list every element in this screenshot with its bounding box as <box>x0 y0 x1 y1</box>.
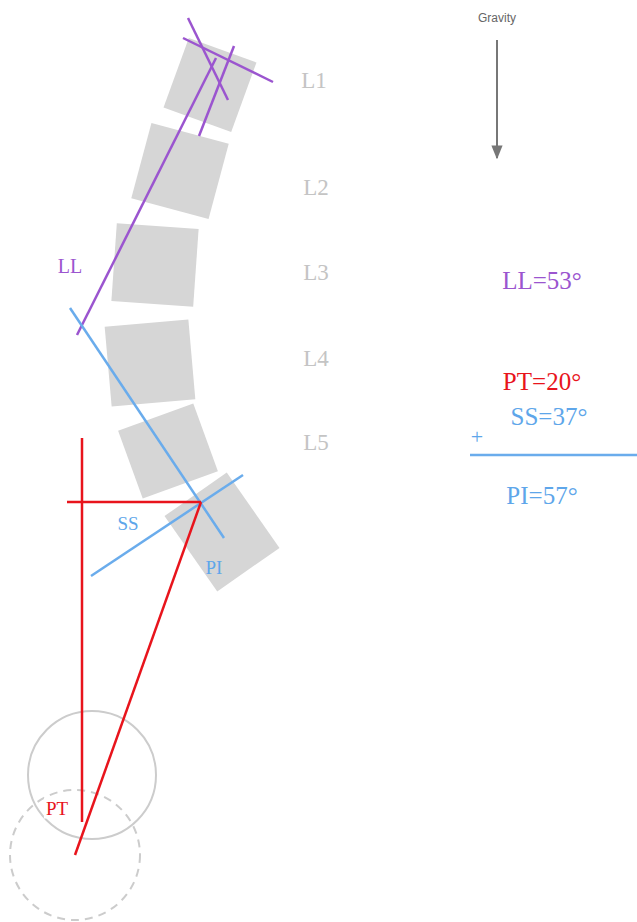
vertebra-l4 <box>105 319 196 406</box>
angle-value: SS=37° <box>511 404 588 429</box>
vertebra-l3 <box>111 223 198 307</box>
sacral-slope-lines <box>70 308 243 576</box>
femoral-head <box>28 711 156 839</box>
vertebra-label: L2 <box>303 176 329 199</box>
vertebra-label: L3 <box>303 261 329 284</box>
gravity-arrow <box>496 40 498 158</box>
plus-sign: + <box>471 426 483 448</box>
angle-value: LL=53° <box>502 268 582 293</box>
vertebra-label: L4 <box>303 347 329 370</box>
angle-label: PT <box>44 798 70 819</box>
sum-rule <box>470 454 637 457</box>
angle-label: PI <box>206 558 223 577</box>
vertebra-label: L5 <box>303 431 329 454</box>
angle-value: PI=57° <box>506 483 577 508</box>
angle-value: PT=20° <box>503 369 581 394</box>
vertebra-label: L1 <box>301 69 327 92</box>
vertebra-l2 <box>131 123 228 219</box>
pelvic-tilt-lines <box>67 438 201 855</box>
vertebra-l5 <box>118 403 218 498</box>
angle-label: LL <box>56 255 84 277</box>
gravity-label: Gravity <box>478 12 516 24</box>
lumbar-lordosis-lines <box>77 18 273 335</box>
angle-label: SS <box>115 513 140 534</box>
